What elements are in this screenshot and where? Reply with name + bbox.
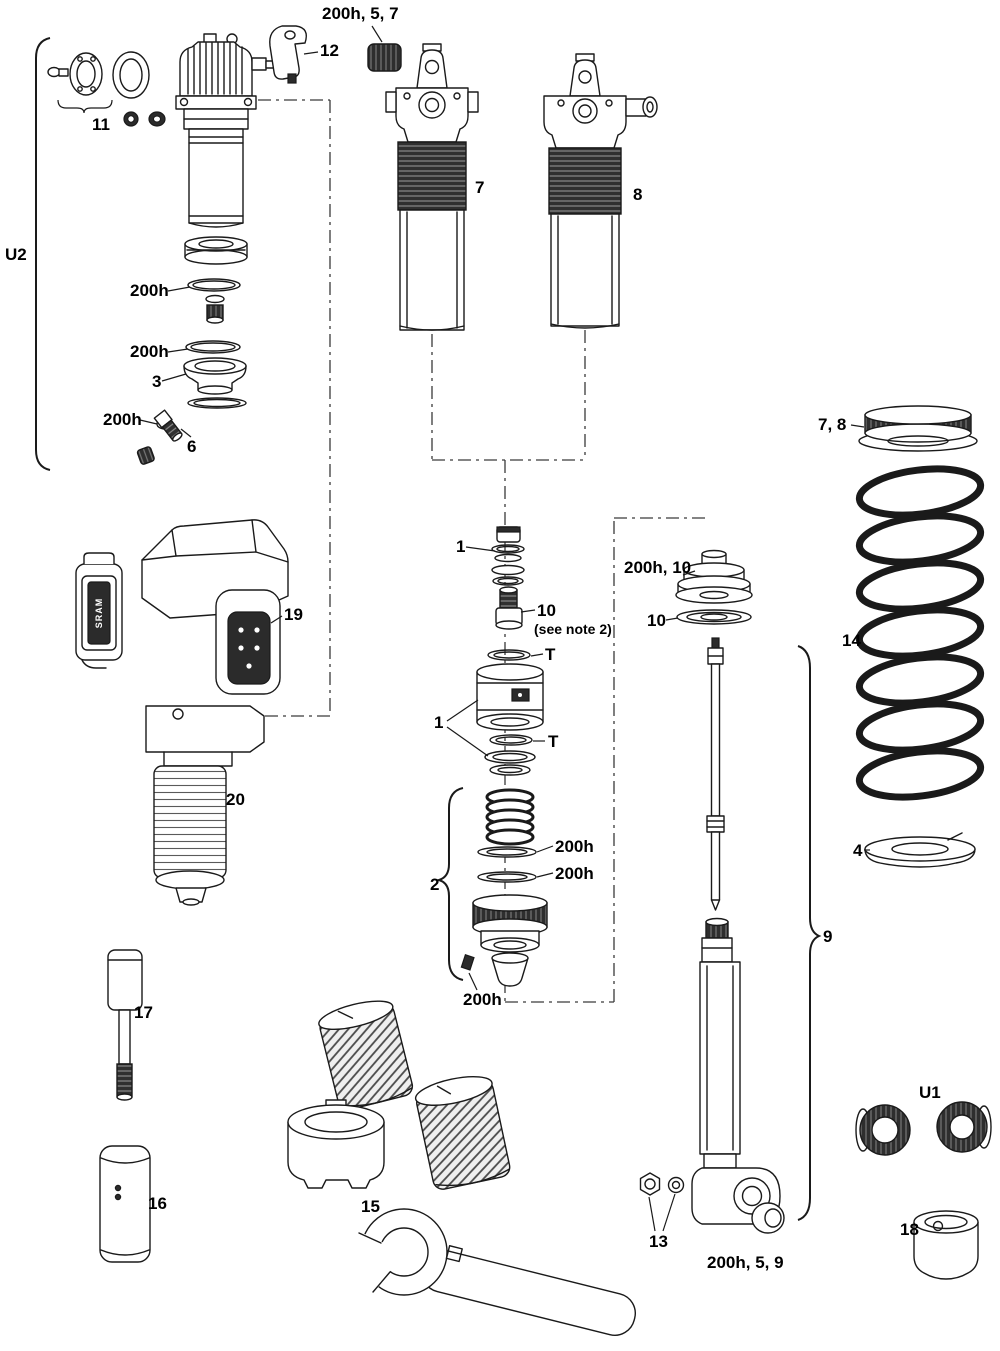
part-label-14: 14	[842, 631, 861, 650]
damper-motor-unit-drawing	[175, 33, 275, 228]
part-label-19: 19	[284, 605, 303, 624]
part-label-12: 12	[320, 41, 339, 60]
part-label-7: 7	[475, 178, 485, 197]
hose-clamp-drawing	[269, 25, 308, 84]
spring-top-cap-drawing	[858, 405, 978, 452]
part-label-15: 15	[361, 1197, 380, 1216]
seal-hardware-drawing	[47, 51, 150, 114]
seal-head-stack-drawing	[136, 236, 248, 465]
eyelet-bushing-drawing	[751, 1202, 785, 1234]
group-bracket-2	[435, 787, 464, 981]
controller-module-drawing	[141, 519, 289, 695]
spring-collar-drawing	[864, 832, 976, 868]
shock-body-7-drawing	[385, 43, 479, 331]
retainer-collar-drawing	[287, 1099, 385, 1189]
part-label-200h-b: 200h	[130, 342, 169, 361]
part-label-16: 16	[148, 1194, 167, 1213]
part-label-17: 17	[134, 1003, 153, 1022]
part-label-7-8: 7, 8	[818, 415, 847, 434]
battery-drawing: SRAM	[75, 552, 123, 669]
part-label-200h-f: 200h	[463, 990, 502, 1009]
part-label-4: 4	[853, 841, 863, 860]
rubber-sleeve-b-drawing	[414, 1075, 511, 1190]
part-label-t-lower: T	[548, 732, 559, 751]
note-see-note-2: (see note 2)	[534, 621, 612, 637]
coil-spring-drawing	[855, 465, 985, 801]
rebound-stack-drawing	[460, 788, 548, 987]
part-label-3: 3	[152, 372, 162, 391]
mounting-cup-drawing	[913, 1210, 979, 1280]
retaining-nuts-drawing	[123, 111, 166, 127]
t-ring-upper-drawing	[487, 649, 531, 661]
part-label-20: 20	[226, 790, 245, 809]
sleeve-drawing	[99, 1145, 151, 1263]
leader-lines	[139, 25, 870, 1232]
part-label-200h-c: 200h	[103, 410, 142, 429]
part-label-200h-10: 200h, 10	[624, 558, 692, 577]
part-label-13: 13	[649, 1232, 668, 1251]
part-label-grease-200h-5-7: 200h, 5, 7	[322, 4, 399, 23]
part-label-1-lower: 1	[434, 713, 444, 732]
group-bracket-u2	[35, 37, 51, 471]
valve-tool-drawing	[107, 949, 143, 1101]
part-label-200h-e: 200h	[555, 864, 594, 883]
part-label-9: 9	[823, 927, 833, 946]
part-label-8: 8	[633, 185, 643, 204]
part-label-11: 11	[92, 115, 110, 134]
part-label-t-upper: T	[545, 645, 556, 664]
shock-wrench-drawing	[330, 1208, 636, 1336]
top-cap-parts-drawing	[491, 526, 525, 586]
group-bracket-9	[797, 645, 822, 1221]
part-label-10-wiper: 10	[647, 611, 666, 630]
group-label-u2: U2	[5, 245, 27, 264]
part-label-1-upper: 1	[456, 537, 466, 556]
travel-spacer-drawing	[495, 586, 523, 630]
part-label-2: 2	[430, 875, 440, 894]
assembly-connector-lines	[258, 99, 706, 1003]
rubber-sleeve-a-drawing	[318, 1000, 414, 1111]
battery-label-text: SRAM	[94, 598, 104, 629]
mounting-nuts-drawing	[639, 1172, 685, 1196]
t-ring-lower-drawing	[489, 734, 533, 746]
seal-head-drawing	[675, 549, 753, 604]
wiper-ring-drawing	[676, 609, 752, 625]
part-label-10-spacer: 10	[537, 601, 556, 620]
damper-body-drawing	[691, 917, 781, 1225]
bushing-set-u1-drawing	[855, 1101, 992, 1156]
piston-assembly-drawing	[476, 663, 544, 731]
damper-shaft-drawing	[706, 637, 725, 911]
shim-stack-drawing	[484, 750, 536, 776]
shock-body-8-drawing	[543, 53, 658, 329]
part-label-200h-a: 200h	[130, 281, 169, 300]
bumper-drawing	[367, 43, 402, 72]
motor-assembly-drawing	[145, 705, 265, 906]
part-label-6: 6	[187, 437, 197, 456]
part-label-18: 18	[900, 1220, 919, 1239]
part-label-200h-d: 200h	[555, 837, 594, 856]
group-label-u1: U1	[919, 1083, 941, 1102]
part-label-200h-5-9: 200h, 5, 9	[707, 1253, 784, 1272]
